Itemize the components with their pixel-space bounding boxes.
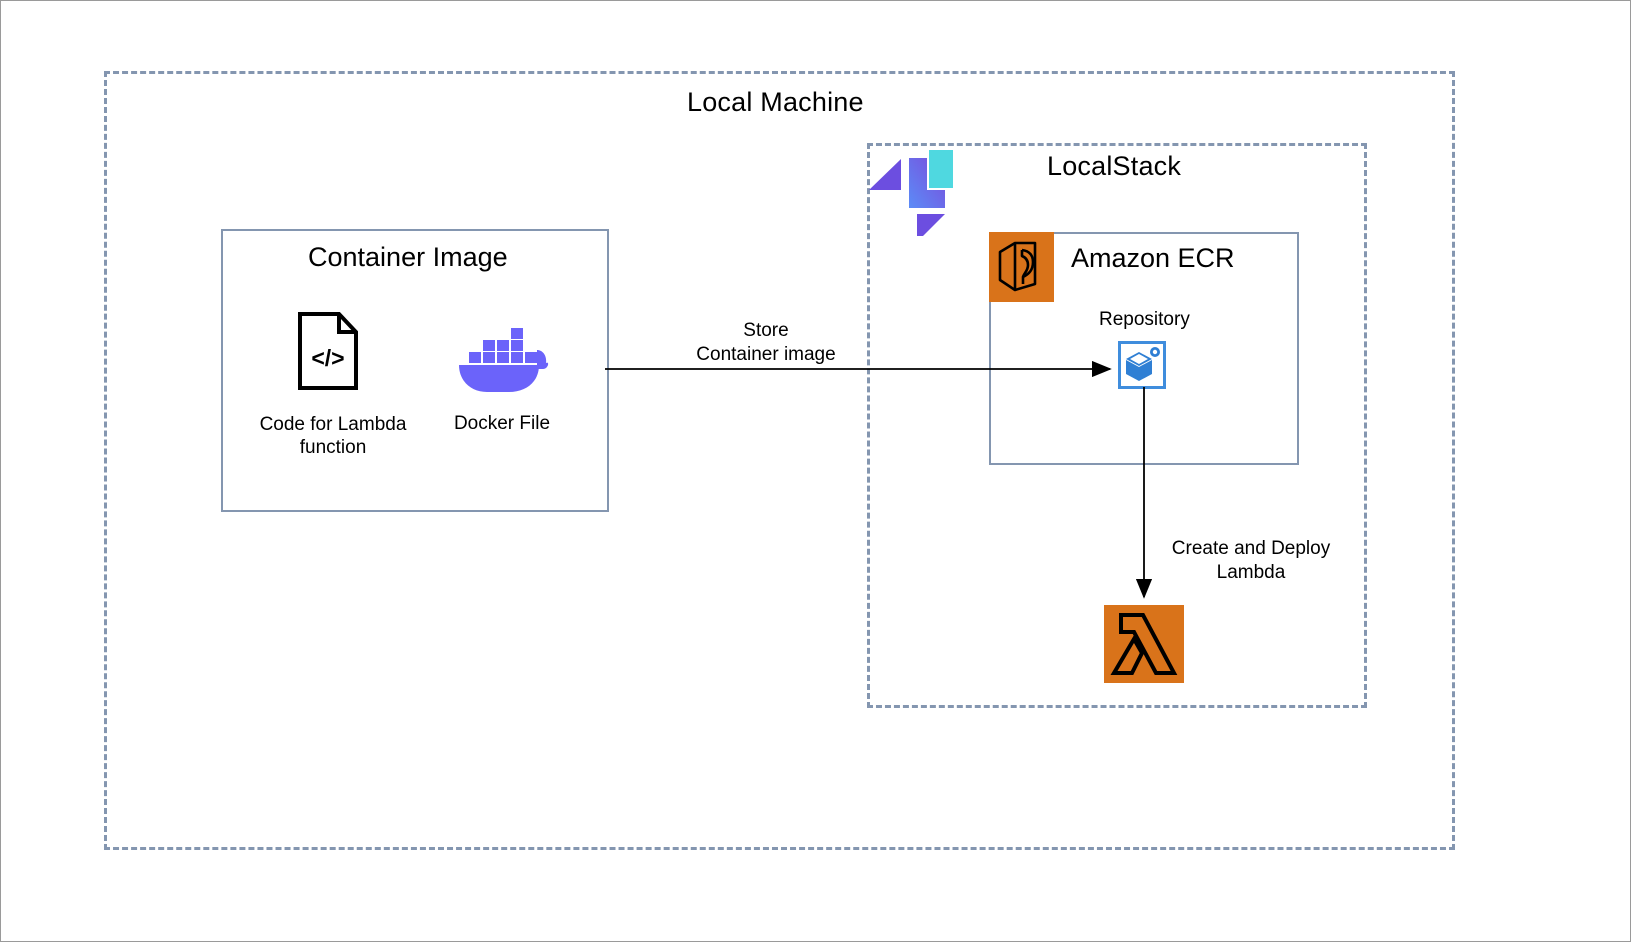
localstack-logo-icon <box>867 148 953 242</box>
repository-label: Repository <box>1099 309 1190 330</box>
aws-lambda-icon <box>1104 605 1184 683</box>
container-image-title: Container Image <box>308 242 508 272</box>
docker-file-label: Docker File <box>453 413 551 434</box>
local-machine-title: Local Machine <box>687 87 864 117</box>
amazon-ecr-title: Amazon ECR <box>1071 243 1235 273</box>
svg-text:</>: </> <box>311 345 344 371</box>
localstack-title: LocalStack <box>1047 151 1182 181</box>
repository-icon <box>1118 341 1166 389</box>
store-arrow-label: Store Container image <box>696 320 836 365</box>
code-file-icon: </> <box>297 311 359 391</box>
docker-whale-icon <box>453 326 549 394</box>
store-arrow <box>605 360 1112 378</box>
code-file-label: Code for Lambda function <box>259 414 407 458</box>
local-machine-boundary <box>104 71 1455 850</box>
deploy-arrow <box>1135 387 1153 599</box>
container-image-box <box>221 229 609 512</box>
localstack-boundary <box>867 143 1367 708</box>
amazon-ecr-icon <box>989 232 1054 302</box>
deploy-arrow-label: Create and Deploy Lambda <box>1171 538 1331 583</box>
